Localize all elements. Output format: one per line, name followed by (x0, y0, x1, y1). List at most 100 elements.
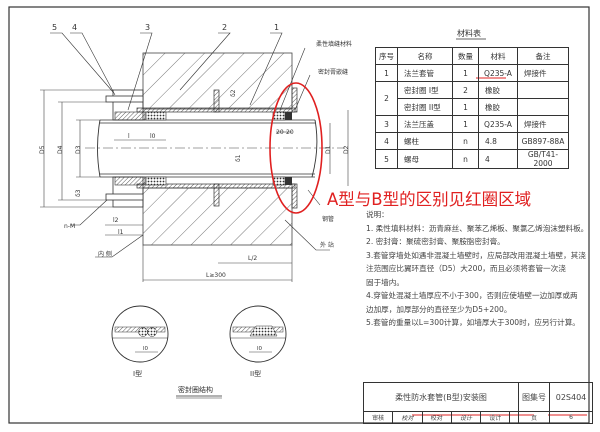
cell-note (517, 81, 569, 99)
type2-dim-label: l0 (257, 346, 263, 352)
type1-label: I型 (133, 369, 142, 378)
seal-ring-structure-title: 密封圈结构 (178, 385, 213, 394)
note-item: 边加厚，加厚部分的直径至少为D5+200。 (366, 304, 512, 314)
label-dim-20a: 20 (276, 129, 284, 136)
table-row: 5 螺母 n 4 GB/T41-2000 (375, 149, 569, 169)
review-signature: 校对 (392, 411, 423, 424)
drawing-frame (8, 6, 590, 424)
label-steel-pipe: 钢管 (322, 215, 334, 223)
note-item: 注范围应比翼环直径（D5）大200，而且必须将套管一次浇 (366, 264, 566, 273)
materials-table-title: 材料表 (457, 28, 481, 38)
type1-dim-label: l0 (143, 346, 149, 352)
header-cell: 数量 (452, 47, 479, 65)
flange-sleeve (136, 87, 298, 209)
steel-pipe (85, 119, 345, 178)
label-d3: D3 (75, 145, 82, 154)
cell-qty: 2 (452, 81, 479, 99)
cell-no: 2 (375, 81, 398, 116)
dimension-lines (40, 89, 349, 282)
note-item: 4.穿管处混凝土墙厚应不小于300，否则应使墙壁一边加厚或两 (366, 291, 578, 300)
label-l2: l2 (113, 217, 119, 224)
label-inner-side: 内 侧 (98, 250, 112, 258)
cell-qty: 1 (452, 115, 479, 133)
cell-name: 螺母 (397, 149, 453, 169)
table-header-row: 序号 名称 数量 材料 备注 (375, 47, 569, 65)
title-block: 柔性防水套管(B型)安装图 图集号 02S404 审核 校对 校对 设计 设计 … (362, 382, 593, 424)
cell-no: 5 (375, 149, 398, 169)
label-flexible-filler: 柔性填缝材料 (316, 40, 352, 48)
notes: 说明： 1. 柔性填料材料：沥青麻丝、聚苯乙烯板、聚氯乙烯泡沫塑料板。 2. 密… (366, 208, 588, 330)
table-row: 2 密封圈 I型 2 橡胶 (375, 81, 569, 116)
cell-material: 4 (478, 149, 518, 169)
cell-material: 4.8 (478, 132, 518, 150)
check-label: 校对 (421, 411, 452, 424)
seal-ring-detail-type1: l0 I型 (111, 305, 169, 378)
label-l-total: L≥300 (206, 272, 226, 279)
label-dim-20b: 20 (286, 129, 294, 136)
label-l: l (128, 133, 130, 140)
seal-ring-detail-type2: l0 II型 (229, 305, 287, 378)
cell-name: 密封圈 I型 (397, 81, 453, 99)
note-item: 1. 柔性填料材料：沥青麻丝、聚苯乙烯板、聚氯乙烯泡沫塑料板。 (366, 223, 589, 233)
type2-label: II型 (250, 369, 261, 378)
cell-material: Q235-A (478, 115, 518, 133)
page-number: 6 (549, 411, 593, 424)
header-cell: 备注 (517, 47, 569, 65)
cell-no: 3 (375, 115, 398, 133)
label-sealant-joint: 密封膏嵌缝 (318, 68, 348, 76)
callout-5: 5 (52, 23, 57, 32)
cell-name: 法兰压盖 (397, 115, 453, 133)
label-delta1: δ1 (235, 154, 242, 162)
notes-title: 说明： (366, 210, 389, 219)
label-d4: D4 (57, 145, 64, 154)
atlas-number: 02S404 (549, 382, 593, 412)
design-label: 设计 (480, 411, 511, 424)
callout-leaders (50, 32, 330, 258)
header-cell: 序号 (375, 47, 398, 65)
cell-note: 焊接件 (517, 64, 569, 82)
table-row: 1 法兰套管 1 Q235-A 焊接件 (375, 64, 569, 82)
callout-4: 4 (72, 23, 77, 32)
review-label: 审核 (362, 411, 394, 424)
flange-gland (105, 89, 146, 208)
label-delta2: δ2 (230, 89, 237, 97)
header-cell: 材料 (478, 47, 518, 65)
materials-table: 序号 名称 数量 材料 备注 1 法兰套管 1 Q235-A 焊接件 2 密封圈… (375, 47, 569, 169)
callout-1: 1 (274, 23, 279, 32)
label-l-half: L/2 (248, 255, 257, 262)
seal-rings (145, 111, 292, 186)
cell-no: 4 (375, 132, 398, 150)
cell-material: 橡胶 (478, 81, 518, 99)
label-d2: D2 (343, 145, 350, 154)
callout-2: 2 (222, 23, 227, 32)
note-item: 2. 密封膏：聚硫密封膏、聚胺脂密封膏。 (366, 237, 505, 246)
table-row: 密封圈 II型 1 橡胶 (376, 98, 569, 116)
label-d1: D1 (325, 145, 332, 154)
cell-note: 焊接件 (517, 115, 569, 133)
table-row: 3 法兰压盖 1 Q235-A 焊接件 (375, 115, 569, 133)
header-cell: 名称 (397, 47, 453, 65)
check-signature: 设计 (450, 411, 482, 424)
drawing-title: 柔性防水套管(B型)安装图 (363, 382, 519, 412)
page-label: 页 (518, 411, 550, 424)
cell-name: 密封圈 II型 (397, 98, 453, 116)
table-row: 4 螺柱 n 4.8 GB897-88A (375, 132, 569, 150)
label-outer-side: 外 站 (320, 241, 334, 249)
cell-material: Q235-A (478, 64, 518, 82)
cell-material: 橡胶 (478, 98, 518, 116)
callout-3: 3 (145, 23, 150, 32)
note-item: 3.套管穿墙处如遇非混凝土墙壁时，应局部改用混凝土墙壁，其浇 (366, 250, 586, 260)
cell-no: 1 (375, 64, 398, 82)
label-l1: l1 (118, 229, 124, 236)
cell-qty: n (452, 149, 479, 169)
cell-name: 螺柱 (397, 132, 453, 150)
cell-note (517, 98, 569, 116)
note-item: 5.套管的重量以L=300计算，如墙厚大于300时，应另行计算。 (366, 318, 580, 327)
cell-qty: 1 (452, 98, 479, 116)
cell-qty: 1 (452, 64, 479, 82)
label-delta3: δ3 (75, 189, 82, 197)
difference-highlight-circle (269, 82, 323, 214)
difference-annotation: A型与B型的区别见红圈区域 (327, 190, 532, 209)
label-bolt: n-M (64, 223, 75, 230)
